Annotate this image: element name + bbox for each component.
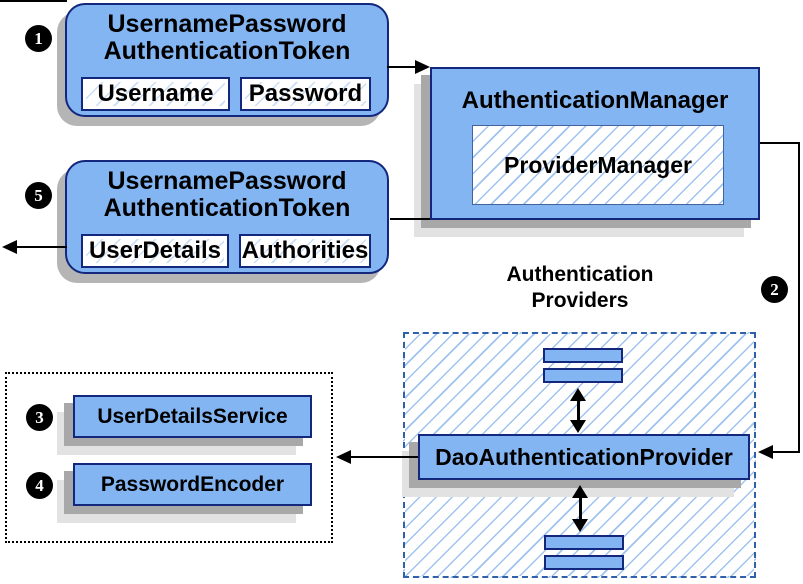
step-3-badge: 3 <box>26 404 53 431</box>
dao-authentication-provider-box: DaoAuthenticationProvider <box>418 434 750 480</box>
authentication-manager-title: AuthenticationManager <box>461 87 729 114</box>
step-4-badge: 4 <box>26 472 53 499</box>
provider-manager-label: ProviderManager <box>504 151 692 178</box>
step-2-badge: 2 <box>761 276 788 303</box>
provider-list-item-bar <box>544 555 624 570</box>
request-token-title-line1: UsernamePassword <box>107 10 347 38</box>
connector-line-manager-right <box>760 142 800 144</box>
provider-manager-box: ProviderManager <box>472 125 724 205</box>
request-token-title: UsernamePassword AuthenticationToken <box>67 11 387 65</box>
authentication-manager-box: AuthenticationManager ProviderManager <box>430 67 760 220</box>
authorities-field-box: Authorities <box>239 234 371 268</box>
username-field-label: Username <box>86 80 225 107</box>
response-token-title-line2: AuthenticationToken <box>103 194 351 222</box>
connector-line-into-dao <box>772 451 800 453</box>
authentication-providers-label: Authentication Providers <box>460 262 700 314</box>
response-token-title: UsernamePassword AuthenticationToken <box>67 168 387 222</box>
double-arrow-icon <box>569 388 587 433</box>
services-container-box <box>5 372 333 543</box>
arrowhead-left-icon <box>336 450 351 464</box>
arrowhead-left-icon <box>2 240 17 254</box>
arrow-shaft <box>578 498 582 519</box>
user-details-service-box: UserDetailsService <box>73 395 312 438</box>
connector-line-into-request-token <box>0 0 67 2</box>
response-token-fields-row: UserDetails Authorities <box>81 234 371 268</box>
response-token-box: UsernamePassword AuthenticationToken Use… <box>65 160 389 274</box>
password-encoder-box: PasswordEncoder <box>73 463 312 506</box>
request-token-box: UsernamePassword AuthenticationToken Use… <box>65 3 389 117</box>
provider-list-item-bar <box>543 368 623 383</box>
step-1-badge: 1 <box>25 25 52 52</box>
arrow-shaft <box>576 401 580 420</box>
dao-authentication-provider-label: DaoAuthenticationProvider <box>435 443 733 470</box>
provider-list-item-bar <box>544 535 624 550</box>
arrowhead-up-icon <box>570 388 586 401</box>
password-field-label: Password <box>244 80 366 107</box>
double-arrow-icon <box>571 485 589 532</box>
connector-line-response-out <box>14 246 67 248</box>
authentication-providers-label-line1: Authentication <box>506 263 654 286</box>
provider-list-item-bar <box>543 348 623 363</box>
connector-line-dao-to-services <box>349 456 418 458</box>
authorities-field-label: Authorities <box>241 237 369 264</box>
password-field-box: Password <box>239 77 371 111</box>
user-details-field-box: UserDetails <box>81 234 229 268</box>
authentication-providers-label-line2: Providers <box>531 289 629 312</box>
password-encoder-label: PasswordEncoder <box>100 472 285 496</box>
arrowhead-down-icon <box>572 519 588 532</box>
connector-line-manager-to-response <box>390 218 430 220</box>
request-token-title-line2: AuthenticationToken <box>103 37 351 65</box>
arrowhead-left-icon <box>758 445 773 459</box>
user-details-service-label: UserDetailsService <box>97 404 288 428</box>
request-token-fields-row: Username Password <box>81 77 371 111</box>
step-5-badge: 5 <box>25 182 52 209</box>
connector-line-right-vertical <box>798 142 800 453</box>
arrowhead-right-icon <box>415 60 430 74</box>
username-field-box: Username <box>81 77 230 111</box>
connector-line-token-to-manager <box>387 66 417 68</box>
arrowhead-up-icon <box>572 485 588 498</box>
response-token-title-line1: UsernamePassword <box>107 167 347 195</box>
arrowhead-down-icon <box>570 420 586 433</box>
user-details-field-label: UserDetails <box>86 237 224 264</box>
